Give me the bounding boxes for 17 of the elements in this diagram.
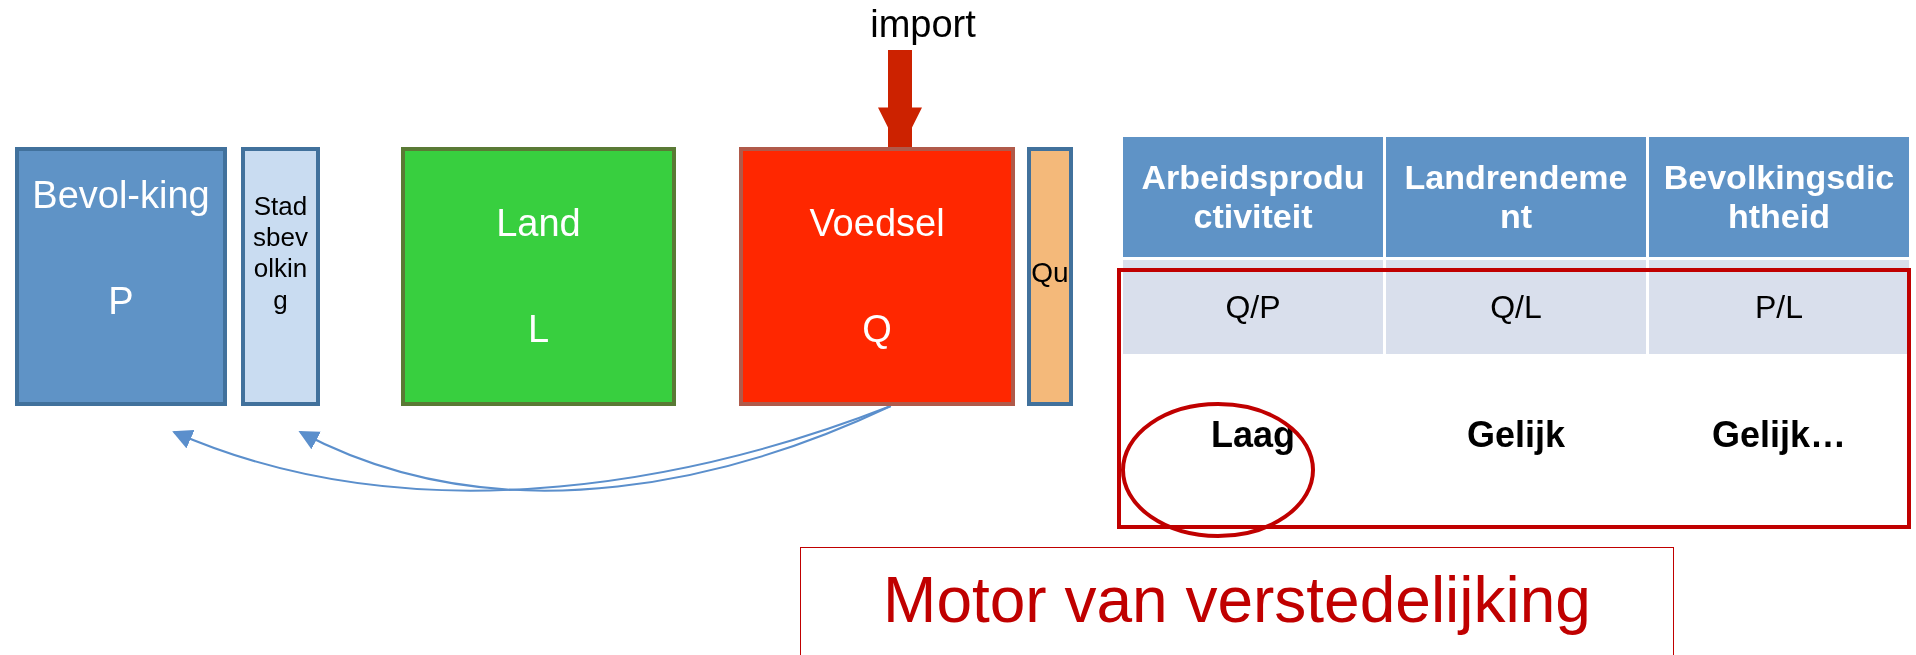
table-cell: P/L [1649,260,1909,354]
table-cell: Q/L [1386,260,1646,354]
population-box: Bevol-king P [15,147,227,406]
header-cell: Arbeidsproductiviteit [1123,137,1383,257]
import-text: import [843,2,1003,50]
title-box: Motor van verstedelijking [800,547,1674,655]
city-population-box: Stadsbevolking [241,147,320,406]
land-box: Land L [401,147,676,406]
value-text: Laag [1211,413,1295,455]
arrow [298,405,892,492]
value-text: Gelijk [1466,413,1566,455]
food-box: Voedsel Q [739,147,1015,406]
table-cell: Q/P [1123,260,1383,354]
value-text: Gelijk… [1711,413,1847,455]
header-cell: Bevolkingsdichtheid [1649,137,1909,257]
surplus-box: Qu [1027,147,1073,406]
header-cell: Landrendement [1386,137,1646,257]
